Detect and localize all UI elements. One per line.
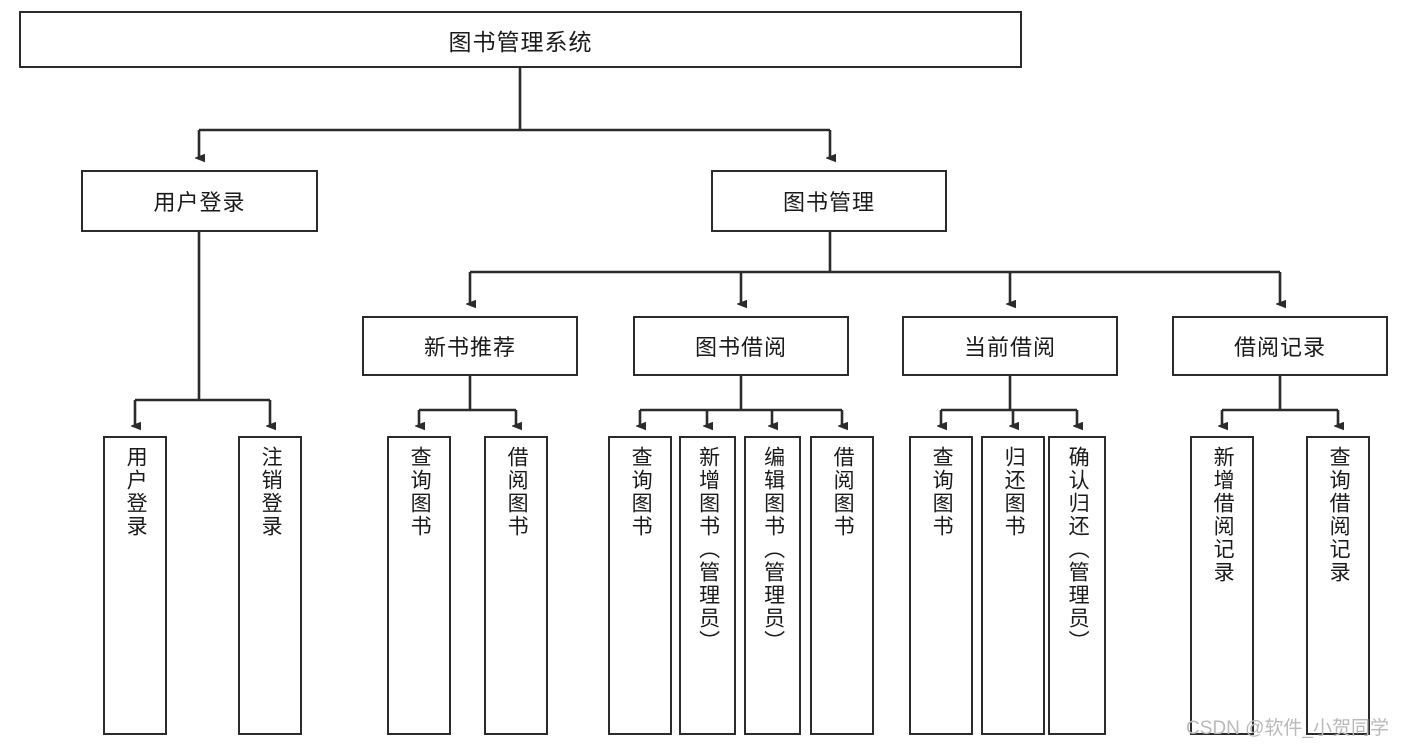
- leaf-add-book-admin[interactable]: 新增图书（管理员）: [679, 436, 736, 735]
- node-user-login[interactable]: 用户登录: [81, 170, 318, 232]
- leaf-confirm-return-admin-label: 确认归还（管理员）: [1066, 446, 1090, 653]
- leaf-add-borrow-record-label: 新增借阅记录: [1211, 446, 1235, 584]
- leaf-query-borrow-record-label: 查询借阅记录: [1327, 446, 1351, 584]
- leaf-borrow-book-label: 借阅图书: [831, 446, 855, 538]
- leaf-borrow-book-new[interactable]: 借阅图书: [484, 436, 548, 735]
- node-book-borrow-label: 图书借阅: [694, 335, 787, 360]
- leaf-query-book-new-label: 查询图书: [408, 446, 432, 538]
- node-current-borrow[interactable]: 当前借阅: [902, 316, 1118, 376]
- leaf-query-book-borrow-label: 查询图书: [629, 446, 653, 538]
- leaf-return-book[interactable]: 归还图书: [981, 436, 1045, 735]
- leaf-user-login-label: 用户登录: [124, 446, 148, 538]
- node-book-management[interactable]: 图书管理: [711, 170, 947, 232]
- leaf-add-book-admin-label: 新增图书（管理员）: [696, 446, 720, 653]
- leaf-add-borrow-record[interactable]: 新增借阅记录: [1190, 436, 1254, 735]
- leaf-edit-book-admin-label: 编辑图书（管理员）: [761, 446, 785, 653]
- node-borrow-record[interactable]: 借阅记录: [1172, 316, 1388, 376]
- node-user-login-label: 用户登录: [153, 190, 246, 215]
- leaf-query-book-borrow[interactable]: 查询图书: [608, 436, 672, 735]
- node-new-book-recommend[interactable]: 新书推荐: [362, 316, 578, 376]
- leaf-query-book-current-label: 查询图书: [930, 446, 954, 538]
- leaf-user-login[interactable]: 用户登录: [103, 436, 167, 735]
- leaf-query-borrow-record[interactable]: 查询借阅记录: [1306, 436, 1370, 735]
- leaf-return-book-label: 归还图书: [1002, 446, 1026, 538]
- leaf-edit-book-admin[interactable]: 编辑图书（管理员）: [744, 436, 801, 735]
- node-root[interactable]: 图书管理系统: [19, 11, 1022, 68]
- leaf-borrow-book-new-label: 借阅图书: [505, 446, 529, 538]
- leaf-borrow-book[interactable]: 借阅图书: [810, 436, 874, 735]
- node-borrow-record-label: 借阅记录: [1233, 335, 1326, 360]
- node-book-borrow[interactable]: 图书借阅: [633, 316, 849, 376]
- node-current-borrow-label: 当前借阅: [963, 335, 1056, 360]
- leaf-confirm-return-admin[interactable]: 确认归还（管理员）: [1048, 436, 1106, 735]
- leaf-logout-label: 注销登录: [259, 446, 283, 538]
- leaf-query-book-current[interactable]: 查询图书: [909, 436, 973, 735]
- leaf-query-book-new[interactable]: 查询图书: [387, 436, 451, 735]
- node-new-book-recommend-label: 新书推荐: [423, 335, 516, 360]
- leaf-logout[interactable]: 注销登录: [238, 436, 302, 735]
- node-book-management-label: 图书管理: [782, 190, 875, 215]
- node-root-label: 图书管理系统: [448, 28, 593, 55]
